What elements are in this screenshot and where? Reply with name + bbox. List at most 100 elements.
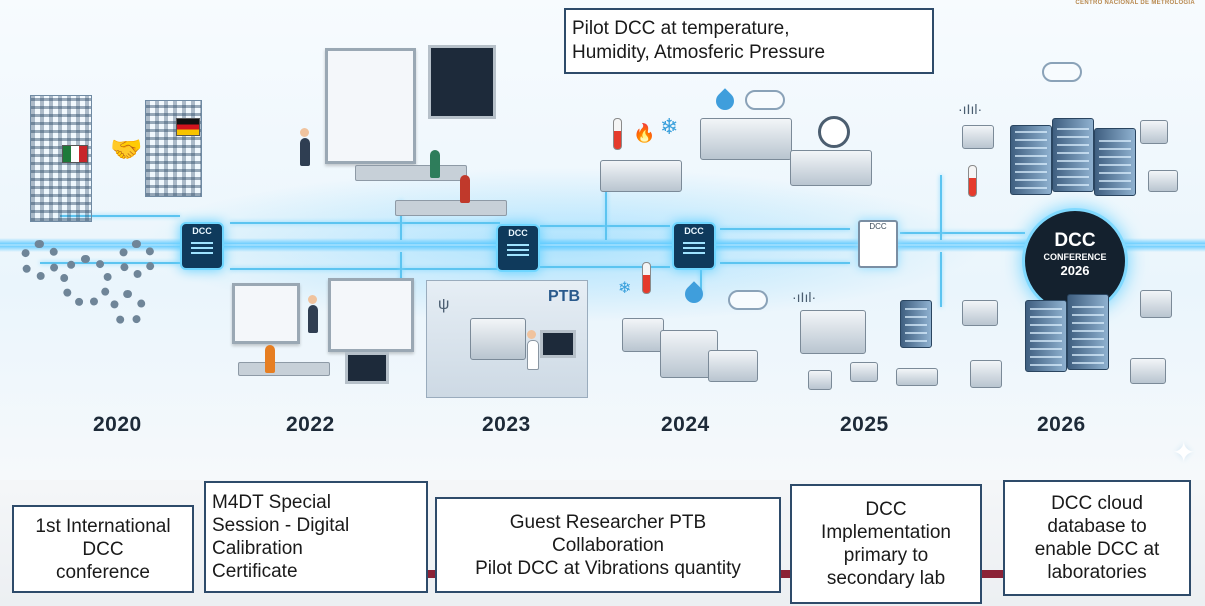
- server-icon: [900, 300, 932, 348]
- handshake-icon: 🤝: [110, 134, 143, 164]
- sensor-icon: [850, 362, 878, 382]
- server-icon: [1025, 300, 1067, 372]
- gear-icon: [20, 240, 60, 280]
- milestone-box-2023: Guest Researcher PTB Collaboration Pilot…: [435, 497, 781, 593]
- circuit-trace: [940, 252, 942, 307]
- year-label: 2023: [482, 413, 531, 436]
- building-icon: [145, 100, 202, 197]
- year-label: 2022: [286, 413, 335, 436]
- person-icon: [308, 305, 318, 333]
- laptop-icon: [345, 352, 389, 384]
- instrument-icon: [1140, 290, 1172, 318]
- milestone-box-2026: DCC cloud database to enable DCC at labo…: [1003, 480, 1191, 596]
- circuit-trace: [700, 252, 702, 297]
- circuit-trace: [720, 262, 850, 264]
- desk-icon: [238, 362, 330, 376]
- milestone-text: 1st International DCC conference: [35, 515, 171, 583]
- seal-line1: DCC: [1054, 230, 1096, 251]
- sparkle-icon: ✦: [1172, 437, 1196, 468]
- scientist-icon: [527, 330, 536, 339]
- instrument-icon: [1140, 120, 1168, 144]
- water-drop-icon: [681, 281, 707, 307]
- desk-icon: [355, 165, 467, 181]
- certificate-document-icon: DCC: [858, 220, 898, 268]
- thermometer-icon: [642, 262, 651, 294]
- year-label: 2026: [1037, 413, 1086, 436]
- chip-label: DCC: [684, 226, 704, 236]
- server-icon: [1052, 118, 1094, 192]
- milestone-text: M4DT Special Session - Digital Calibrati…: [212, 492, 350, 582]
- whiteboard-icon: [328, 278, 414, 352]
- chamber-icon: [600, 160, 682, 192]
- seal-line3: 2026: [1060, 263, 1090, 278]
- organization-logo: CENTRO NACIONAL DE METROLOGÍA: [1075, 0, 1195, 6]
- circuit-trace: [540, 266, 670, 268]
- scientist-icon: [527, 340, 539, 370]
- person-icon: [265, 345, 275, 373]
- milestone-text: DCC cloud database to enable DCC at labo…: [1034, 493, 1160, 583]
- circuit-trace: [230, 268, 500, 270]
- thermometer-icon: [968, 165, 977, 197]
- pressure-gauge-icon: [818, 116, 850, 148]
- code-screen-icon: [428, 45, 496, 119]
- snowflake-icon: ❄: [618, 280, 632, 297]
- seal-line2: CONFERENCE: [1043, 252, 1107, 262]
- instrument-icon: [1148, 170, 1178, 192]
- pilot-dcc-text: Pilot DCC at temperature, Humidity, Atmo…: [572, 18, 826, 63]
- circuit-trace: [60, 215, 180, 217]
- person-icon: [300, 128, 309, 137]
- circuit-trace: [720, 228, 850, 230]
- chip-label: DCC: [869, 222, 887, 231]
- gear-icon: [118, 240, 156, 278]
- chamber-icon: [708, 350, 758, 382]
- milestone-connector: [780, 570, 792, 578]
- circuit-trace: [400, 200, 402, 240]
- year-label: 2020: [93, 413, 142, 436]
- milestone-connector: [982, 570, 1004, 578]
- chip-label: DCC: [508, 228, 528, 238]
- sensor-icon: [896, 368, 938, 386]
- chamber-icon: [700, 118, 792, 160]
- circuit-trace: [940, 175, 942, 240]
- gear-icon: [60, 255, 112, 307]
- milestone-connector: [427, 570, 435, 578]
- vibration-exciter-icon: [470, 318, 526, 360]
- chamber-icon: [790, 150, 872, 186]
- year-label: 2024: [661, 413, 710, 436]
- person-icon: [300, 138, 310, 166]
- desk-icon: [395, 200, 507, 216]
- milestone-box-2020: 1st International DCC conference: [12, 505, 194, 593]
- vibration-table-icon: [800, 310, 866, 354]
- whiteboard-icon: [232, 283, 300, 344]
- gear-icon: [110, 290, 146, 326]
- mexico-flag-icon: [62, 145, 88, 163]
- cloud-icon: [1042, 62, 1082, 82]
- water-drop-icon: [712, 88, 738, 114]
- timeline-illustration: DCC DCC DCC DCC DCC CONFERENCE 2026 🤝: [0, 0, 1205, 480]
- tuning-fork-icon: ψ: [438, 296, 450, 313]
- year-label: 2025: [840, 413, 889, 436]
- milestone-text: DCC Implementation primary to secondary …: [821, 499, 951, 589]
- person-icon: [308, 295, 317, 304]
- milestone-box-2025: DCC Implementation primary to secondary …: [790, 484, 982, 604]
- circuit-trace: [900, 232, 1025, 234]
- ptb-sign: PTB: [548, 288, 580, 305]
- germany-flag-icon: [176, 118, 200, 136]
- server-icon: [1067, 294, 1109, 370]
- sound-wave-icon: ·ıIıl·: [792, 289, 817, 305]
- cloud-icon: [728, 290, 768, 310]
- dcc-chip-icon: DCC: [672, 222, 716, 270]
- sensor-icon: [808, 370, 832, 390]
- cloud-icon: [745, 90, 785, 110]
- milestone-text: Guest Researcher PTB Collaboration Pilot…: [475, 511, 741, 579]
- instrument-icon: [1130, 358, 1166, 384]
- dcc-chip-icon: DCC: [180, 222, 224, 270]
- milestone-box-2022: M4DT Special Session - Digital Calibrati…: [204, 481, 428, 593]
- chip-label: DCC: [192, 226, 212, 236]
- data-beam: [0, 238, 1205, 252]
- chamber-icon: [622, 318, 664, 352]
- pilot-dcc-callout: Pilot DCC at temperature, Humidity, Atmo…: [564, 8, 934, 74]
- circuit-trace: [40, 262, 180, 264]
- flame-icon: 🔥: [633, 123, 656, 143]
- circuit-trace: [230, 222, 500, 224]
